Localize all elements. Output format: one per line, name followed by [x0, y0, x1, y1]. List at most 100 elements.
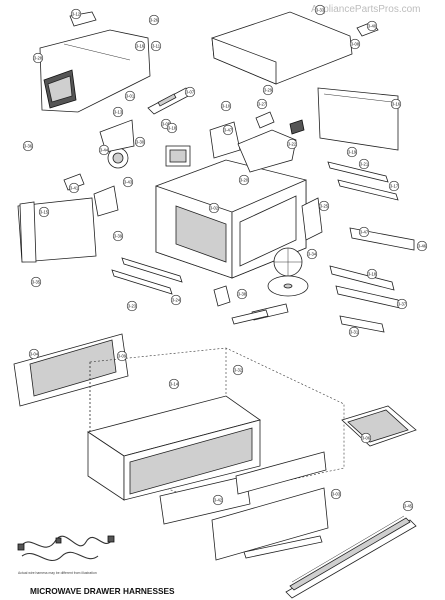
callout-label: 3-07: [186, 90, 195, 95]
callout-label: 3-47: [360, 230, 369, 235]
part-callout: 3-04: [28, 348, 40, 360]
callout-label: 3-30: [136, 140, 145, 145]
callout-circle: [360, 432, 372, 444]
left-side-panel-part: [17, 197, 97, 263]
drawer-runner-part: [285, 515, 417, 599]
callout-label: 3-24: [172, 298, 181, 303]
part-callout: 3-28: [32, 52, 44, 64]
callout-label: 3-14: [170, 382, 179, 387]
callout-label: 3-25: [320, 204, 329, 209]
callout-label: 3-12: [72, 12, 81, 17]
part-callout: 3-40: [366, 20, 378, 32]
callout-label: 3-01: [126, 94, 135, 99]
callout-label: 3-09: [118, 354, 127, 359]
callout-label: 3-16: [136, 44, 145, 49]
callout-label: 3-29: [264, 88, 273, 93]
part-callout: 3-09: [116, 350, 128, 362]
drawer-box-part: [87, 395, 261, 501]
callout-circle: [150, 40, 162, 52]
part-callout: 3-27: [256, 98, 268, 110]
part-callout: 3-06: [360, 432, 372, 444]
callout-label: 3-06: [362, 436, 371, 441]
callout-circle: [122, 176, 134, 188]
callout-label: 3-34: [308, 252, 317, 257]
fan-motor-part: [99, 119, 135, 169]
part-callout: 3-41: [68, 182, 80, 194]
top-cover-part: [211, 11, 353, 85]
part-callout: 3-01: [124, 90, 136, 102]
callout-label: 3-40: [368, 24, 377, 29]
part-callout: 3-37: [396, 298, 408, 310]
part-callout: 3-22: [286, 138, 298, 150]
part-callout: 3-18: [166, 122, 178, 134]
callout-label: 3-18: [168, 126, 177, 131]
callout-circle: [170, 294, 182, 306]
part-callout: 3-17: [388, 180, 400, 192]
callout-label: 3-22: [288, 142, 297, 147]
callout-circle: [220, 100, 232, 112]
callout-label: 3-16: [392, 102, 401, 107]
drawer-side-panel-part: [211, 451, 329, 561]
callout-label: 3-26: [150, 18, 159, 23]
callout-label: 3-19: [348, 150, 357, 155]
callout-label: 3-31: [350, 330, 359, 335]
part-callout: 3-34: [306, 248, 318, 260]
part-callout: 3-19: [346, 146, 358, 158]
part-callout: 3-31: [348, 326, 360, 338]
callout-circle: [358, 158, 370, 170]
part-callout: 3-11: [150, 40, 162, 52]
callout-label: 3-10: [222, 104, 231, 109]
part-callout: 3-33: [314, 4, 326, 16]
part-callout: 3-07: [184, 86, 196, 98]
callout-label: 3-38: [238, 292, 247, 297]
callout-circle: [238, 174, 250, 186]
callout-label: 3-47: [224, 128, 233, 133]
callout-circle: [349, 38, 361, 50]
callout-label: 3-36: [24, 144, 33, 149]
part-callout: 3-25: [318, 200, 330, 212]
part-callout: 3-36: [22, 140, 34, 152]
callout-label: 3-15: [40, 210, 49, 215]
callout-circle: [306, 248, 318, 260]
part-callout: 3-10: [220, 100, 232, 112]
callout-circle: [346, 146, 358, 158]
callout-circle: [184, 86, 196, 98]
part-callout: 3-08: [349, 38, 361, 50]
part-callout: 3-02: [208, 202, 220, 214]
door-panel-part: [13, 333, 129, 407]
callout-label: 3-27: [258, 102, 267, 107]
waveguide-cover-part: [237, 129, 297, 173]
part-callout: 3-23: [126, 300, 138, 312]
callout-circle: [134, 136, 146, 148]
callout-circle: [212, 494, 224, 506]
callout-label: 3-17: [390, 184, 399, 189]
callout-label: 3-13: [114, 110, 123, 115]
callout-label: 3-05: [162, 122, 171, 127]
callout-circle: [222, 124, 234, 136]
callout-circle: [134, 40, 146, 52]
right-bracket-part: [301, 197, 415, 251]
callout-label: 3-45: [404, 504, 413, 509]
part-callout: 3-16: [134, 40, 146, 52]
bottom-brackets-part: [213, 285, 289, 325]
callout-label: 3-37: [398, 302, 407, 307]
part-callout: 3-16: [390, 98, 402, 110]
callout-circle: [148, 14, 160, 26]
callout-circle: [116, 350, 128, 362]
part-callout: 3-13: [112, 106, 124, 118]
callout-label: 3-28: [34, 56, 43, 61]
callout-label: 3-33: [316, 8, 325, 13]
callout-circle: [330, 488, 342, 500]
part-callout: 3-12: [70, 8, 82, 20]
part-callout: 3-15: [38, 206, 50, 218]
right-rails-part: [327, 161, 399, 201]
callout-label: 3-11: [152, 44, 161, 49]
callout-label: 3-44: [100, 148, 109, 153]
callout-circle: [168, 378, 180, 390]
callout-circle: [124, 90, 136, 102]
callout-circle: [22, 140, 34, 152]
turntable-part: [267, 247, 309, 297]
right-side-panel-part: [317, 87, 399, 151]
right-lower-rails-part: [329, 265, 401, 333]
drawer-front-part: [159, 475, 251, 525]
